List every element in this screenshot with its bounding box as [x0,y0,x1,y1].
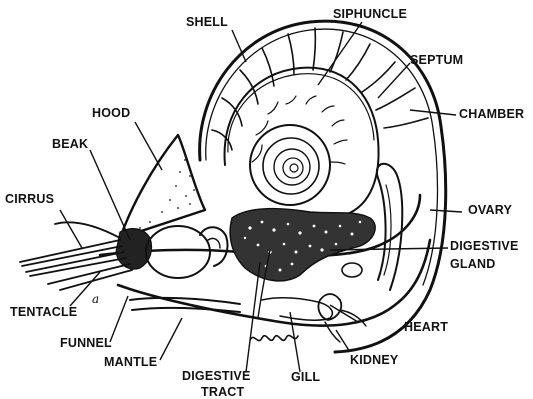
label-digestive-tract-line1: DIGESTIVE [182,369,250,383]
label-kidney: KIDNEY [350,353,399,367]
label-cirrus: CIRRUS [5,192,54,206]
head-region [20,135,240,312]
label-beak: BEAK [52,137,88,151]
label-digestive-gland-line1: DIGESTIVE [450,239,518,253]
label-gill: GILL [291,370,320,384]
tentacles [20,222,132,290]
heart-kidney [318,263,366,342]
label-siphuncle: SIPHUNCLE [333,7,407,21]
shell-spiral [250,125,330,205]
label-tentacle: TENTACLE [10,305,77,319]
label-hood: HOOD [92,106,130,120]
septa-outer [212,28,428,150]
label-funnel: FUNNEL [60,336,112,350]
label-heart: HEART [404,320,448,334]
label-ovary: OVARY [468,203,513,217]
label-mantle: MANTLE [104,355,157,369]
label-chamber: CHAMBER [459,107,524,121]
label-septum: SEPTUM [410,53,463,67]
label-tentacle-marker: a [92,292,99,306]
label-digestive-tract-line2: TRACT [201,385,245,399]
label-digestive-gland-line2: GLAND [450,257,495,271]
digestive-gland-mass [230,209,375,281]
label-shell: SHELL [186,15,228,29]
shell-drawing [200,21,446,352]
